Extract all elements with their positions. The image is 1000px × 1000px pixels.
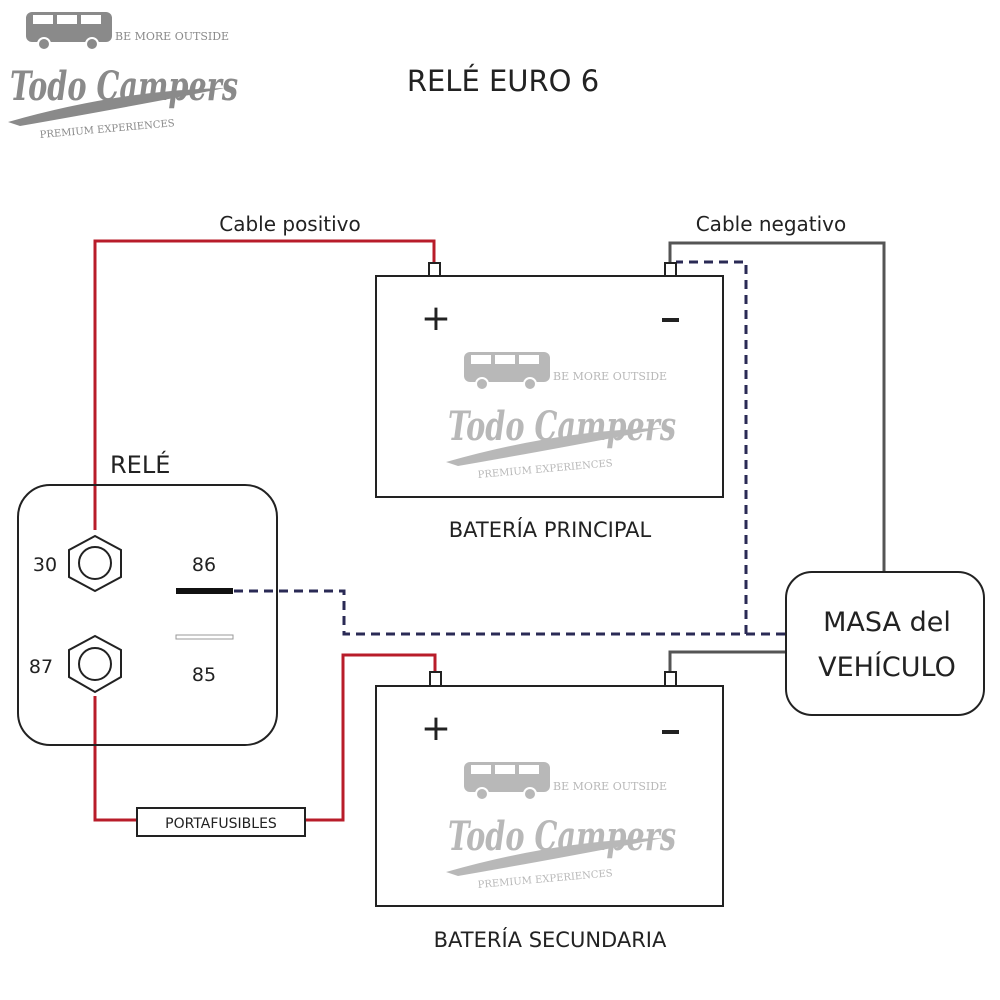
svg-text:BE MORE OUTSIDE: BE MORE OUTSIDE bbox=[553, 780, 667, 793]
svg-text:Todo Campers: Todo Campers bbox=[448, 813, 676, 860]
negative-terminal bbox=[664, 262, 677, 277]
minus-sign bbox=[662, 730, 679, 734]
portafusibles: PORTAFUSIBLES bbox=[136, 807, 306, 837]
cable-positivo-label: Cable positivo bbox=[219, 212, 361, 236]
plus-sign: + bbox=[421, 708, 451, 749]
relay-title: RELÉ bbox=[110, 450, 170, 479]
pin-30-label: 30 bbox=[33, 554, 57, 576]
bateria-principal-label: BATERÍA PRINCIPAL bbox=[449, 517, 652, 542]
pin-87-hex bbox=[68, 634, 122, 694]
bateria-secundaria-label: BATERÍA SECUNDARIA bbox=[434, 927, 667, 952]
cable-negativo-label: Cable negativo bbox=[696, 212, 847, 236]
cable-negativo-wire bbox=[668, 241, 886, 572]
signal-wire-86 bbox=[234, 589, 786, 636]
pin-85-bar bbox=[175, 634, 234, 640]
pin-87-circle bbox=[78, 647, 112, 681]
svg-text:BE MORE OUTSIDE: BE MORE OUTSIDE bbox=[553, 370, 667, 383]
pin-85-label: 85 bbox=[192, 664, 216, 686]
page-title: RELÉ EURO 6 bbox=[407, 64, 599, 98]
plus-sign: + bbox=[421, 298, 451, 339]
logo-tagline-bottom: PREMIUM EXPERIENCES bbox=[39, 118, 175, 141]
signal-wire-negative bbox=[676, 260, 748, 634]
logo-tagline-top: BE MORE OUTSIDE bbox=[115, 30, 229, 43]
todo-campers-logo: BE MORE OUTSIDE Todo Campers PREMIUM EXP… bbox=[7, 11, 238, 141]
cable-positivo-wire bbox=[93, 239, 436, 530]
fused-positive-wire-2 bbox=[305, 653, 437, 822]
pin-87-label: 87 bbox=[29, 656, 53, 678]
masa-label-line2: VEHÍCULO bbox=[818, 651, 956, 683]
pin-86-bar bbox=[176, 588, 233, 594]
negative-terminal bbox=[664, 671, 677, 687]
fused-positive-wire bbox=[93, 696, 137, 822]
relay: 30 87 86 85 bbox=[17, 484, 278, 746]
pin-86-label: 86 bbox=[192, 554, 216, 576]
masa-label-line1: MASA del bbox=[823, 607, 951, 638]
positive-terminal bbox=[429, 671, 442, 687]
minus-sign bbox=[662, 318, 679, 322]
bateria-principal: + BE MORE OUTSIDE Todo Campers PREMIUM E… bbox=[375, 262, 724, 542]
pin-30-hex bbox=[68, 534, 122, 593]
svg-text:Todo Campers: Todo Campers bbox=[448, 403, 676, 450]
bateria-secundaria: + BE MORE OUTSIDE Todo Campers PREMIUM E… bbox=[375, 671, 724, 952]
logo-brand: Todo Campers bbox=[10, 63, 238, 110]
portafusibles-label: PORTAFUSIBLES bbox=[165, 816, 277, 832]
masa-del-vehiculo: MASA del VEHÍCULO bbox=[785, 571, 985, 716]
positive-terminal bbox=[428, 262, 441, 277]
ground-wire-secondary bbox=[668, 650, 786, 672]
pin-30-circle bbox=[78, 546, 112, 580]
